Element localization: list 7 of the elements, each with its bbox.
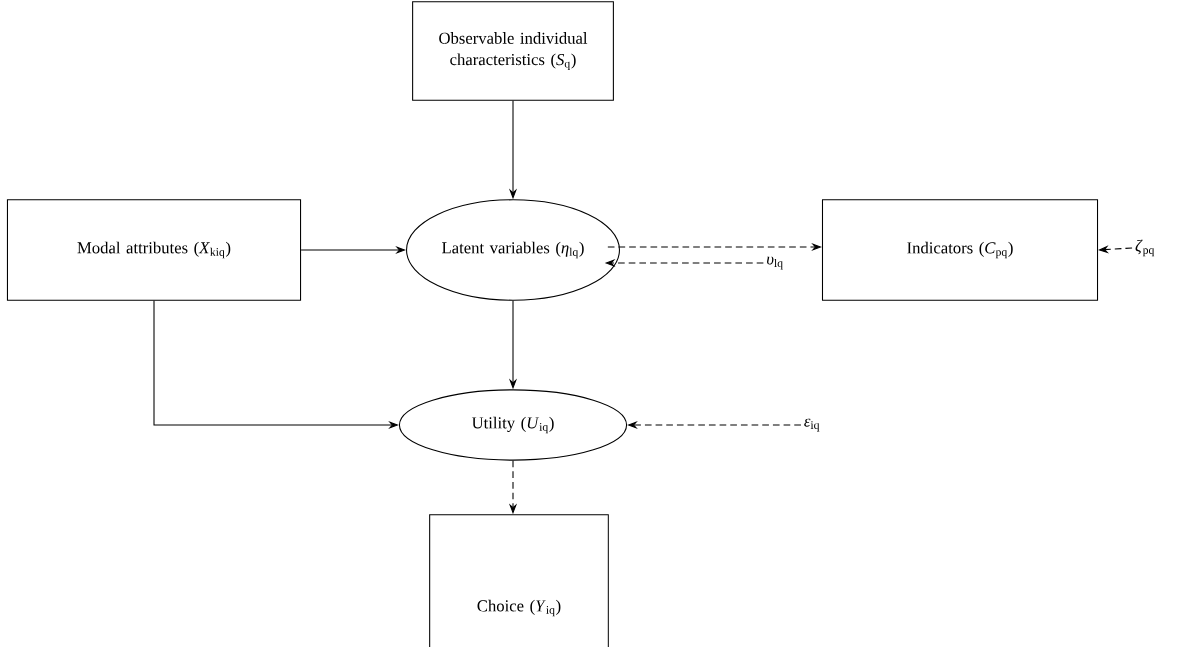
process-box: Modal attributes (X$_{kiq}$): [6, 199, 302, 301]
error-term: ζ$_{pq}$: [1135, 239, 1155, 257]
process-box: Observable individual characteristics (S$_{q}$): [412, 1, 614, 101]
error-term: ε$_{iq}$: [804, 418, 820, 432]
process-box: Choice (Y$_{iq}$): [429, 514, 609, 647]
error-term: υ$_{lq}$: [767, 256, 783, 270]
process-box: Indicators (C$_{pq}$): [821, 199, 1099, 301]
